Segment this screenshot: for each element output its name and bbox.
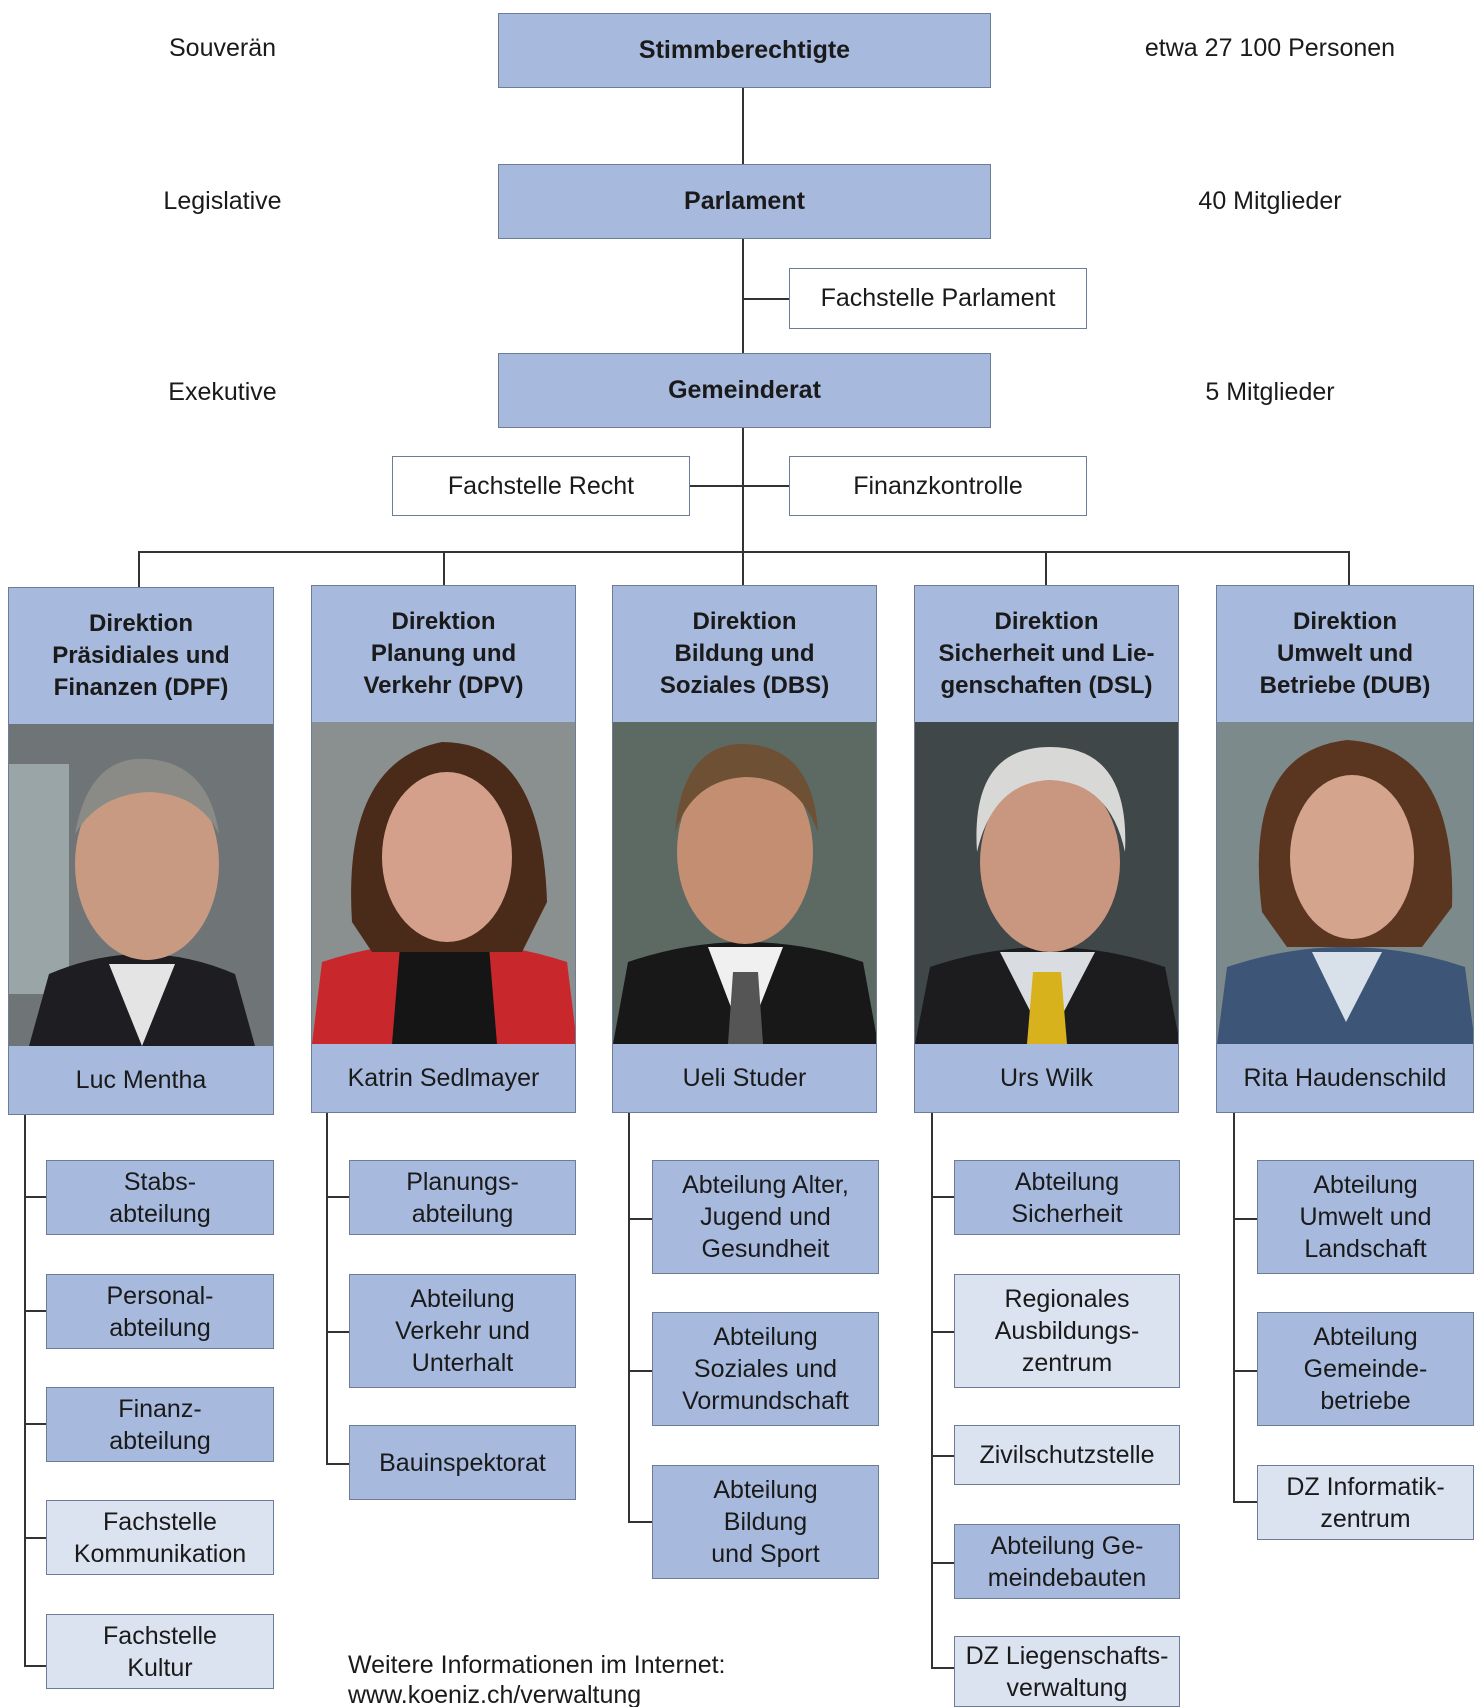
connector	[443, 551, 445, 587]
department-box: Bauinspektorat	[349, 1425, 576, 1500]
portrait-photo	[915, 722, 1178, 1044]
department-box: Abteilung Verkehr und Unterhalt	[349, 1274, 576, 1388]
portrait-photo	[613, 722, 876, 1044]
connector	[742, 88, 744, 164]
level-count-legislative: 40 Mitglieder	[1198, 187, 1342, 215]
connector	[628, 1113, 630, 1522]
level-label-exekutive: Exekutive	[168, 378, 277, 406]
connector	[326, 1196, 349, 1198]
department-box: Fachstelle Kommunikation	[46, 1500, 274, 1575]
department-box: Abteilung Ge- meindebauten	[954, 1524, 1180, 1599]
connector	[326, 1113, 328, 1464]
director-name: Katrin Sedlmayer	[347, 1063, 540, 1092]
connector	[742, 239, 744, 353]
level-count-souveraen: etwa 27 100 Personen	[1144, 34, 1396, 62]
parlament-box: Parlament	[498, 164, 991, 239]
level-label-legislative: Legislative	[163, 187, 282, 215]
department-box: Abteilung Bildung und Sport	[652, 1465, 879, 1579]
connector	[24, 1115, 26, 1666]
department-box: Personal- abteilung	[46, 1274, 274, 1349]
connector	[931, 1667, 954, 1669]
department-box: DZ Liegenschafts- verwaltung	[954, 1636, 1180, 1707]
directorate-title: Direktion Präsidiales und Finanzen (DPF)	[52, 610, 230, 701]
department-box: Abteilung Sicherheit	[954, 1160, 1180, 1235]
connector	[24, 1310, 46, 1312]
director-name: Rita Haudenschild	[1243, 1063, 1447, 1092]
directorate-dbs: Direktion Bildung und Soziales (DBS) Uel…	[612, 585, 877, 1113]
connector	[742, 551, 744, 587]
directorate-title: Direktion Bildung und Soziales (DBS)	[659, 608, 830, 699]
connector	[628, 1370, 652, 1372]
department-box: Planungs- abteilung	[349, 1160, 576, 1235]
directorate-title: Direktion Sicherheit und Lie- genschafte…	[938, 608, 1155, 699]
connector	[1233, 1370, 1257, 1372]
connector	[138, 551, 1350, 553]
director-name: Ueli Studer	[682, 1063, 807, 1092]
gemeinderat-box: Gemeinderat	[498, 353, 991, 428]
department-box: Abteilung Gemeinde- betriebe	[1257, 1312, 1474, 1426]
connector	[1233, 1218, 1257, 1220]
department-box: Regionales Ausbildungs- zentrum	[954, 1274, 1180, 1388]
directorate-title: Direktion Planung und Verkehr (DPV)	[363, 608, 524, 699]
director-name: Urs Wilk	[999, 1063, 1094, 1092]
connector	[628, 1521, 652, 1523]
connector	[326, 1331, 349, 1333]
department-box: Finanz- abteilung	[46, 1387, 274, 1462]
portrait-photo	[312, 722, 575, 1044]
connector	[689, 485, 790, 487]
directorate-dpv: Direktion Planung und Verkehr (DPV) Katr…	[311, 585, 576, 1113]
connector	[138, 551, 140, 587]
directorate-dsl: Direktion Sicherheit und Lie- genschafte…	[914, 585, 1179, 1113]
director-name: Luc Mentha	[75, 1065, 207, 1094]
fachstelle-parlament-box: Fachstelle Parlament	[789, 268, 1087, 329]
connector	[742, 298, 790, 300]
connector	[931, 1331, 954, 1333]
department-box: Zivilschutzstelle	[954, 1425, 1180, 1485]
department-box: DZ Informatik- zentrum	[1257, 1465, 1474, 1540]
portrait-photo	[1217, 722, 1473, 1044]
footer-url-link[interactable]: www.koeniz.ch/verwaltung	[348, 1681, 642, 1707]
footer-line1: Weitere Informationen im Internet:	[348, 1651, 726, 1679]
directorate-title: Direktion Umwelt und Betriebe (DUB)	[1259, 608, 1431, 699]
department-box: Stabs- abteilung	[46, 1160, 274, 1235]
directorate-dpf: Direktion Präsidiales und Finanzen (DPF)…	[8, 587, 274, 1115]
connector	[931, 1113, 933, 1668]
department-box: Abteilung Alter, Jugend und Gesundheit	[652, 1160, 879, 1274]
connector	[1233, 1113, 1235, 1502]
fachstelle-recht-box: Fachstelle Recht	[392, 456, 690, 516]
level-count-exekutive: 5 Mitglieder	[1205, 378, 1335, 406]
department-box: Abteilung Umwelt und Landschaft	[1257, 1160, 1474, 1274]
connector	[24, 1196, 46, 1198]
connector	[1348, 551, 1350, 587]
connector	[628, 1218, 652, 1220]
connector	[24, 1423, 46, 1425]
connector	[326, 1463, 349, 1465]
connector	[24, 1665, 46, 1667]
department-box: Fachstelle Kultur	[46, 1614, 274, 1689]
connector	[931, 1455, 954, 1457]
portrait-photo	[9, 724, 273, 1046]
connector	[931, 1562, 954, 1564]
finanzkontrolle-box: Finanzkontrolle	[789, 456, 1087, 516]
connector	[1233, 1501, 1257, 1503]
footer-info: Weitere Informationen im Internet: www.k…	[348, 1650, 908, 1707]
directorate-dub: Direktion Umwelt und Betriebe (DUB) Rita…	[1216, 585, 1474, 1113]
connector	[742, 428, 744, 553]
connector	[1045, 551, 1047, 587]
connector	[24, 1537, 46, 1539]
department-box: Abteilung Soziales und Vormundschaft	[652, 1312, 879, 1426]
stimmberechtigte-box: Stimmberechtigte	[498, 13, 991, 88]
connector	[931, 1196, 954, 1198]
level-label-souveraen: Souverän	[168, 34, 277, 62]
